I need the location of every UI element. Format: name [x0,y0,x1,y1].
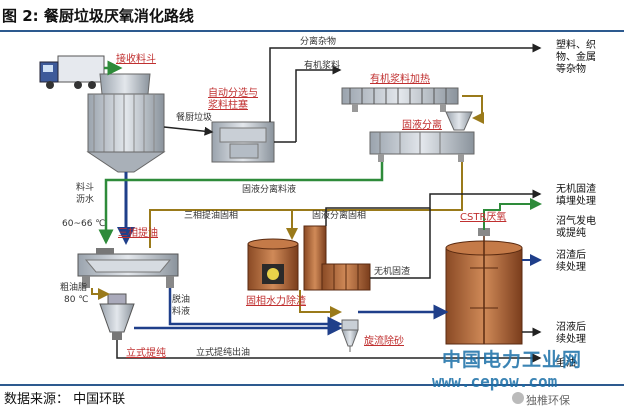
auto-sorter-icon [211,121,275,163]
flow-separated-debris [269,43,542,122]
label-temp1: 60~66 ℃ [62,219,105,229]
label-solid-liquid: 固液分离 [402,118,442,131]
truck-icon [39,55,105,89]
flow-food-waste [163,126,214,136]
receiving-hopper-icon [86,73,166,173]
vertical-purifier-icon [99,293,135,340]
label-deoil-liquid2: 料液 [172,305,190,317]
label-sl-sep-liquid: 固液分离料液 [242,183,296,195]
flow-organic-slurry [295,65,342,92]
label-vertical: 立式提纯 [126,346,166,359]
three-phase-separator-icon [77,248,179,288]
label-sl-sep-coarse: 固液分离固相 [312,209,366,221]
label-sep-debris: 分离杂物 [300,35,336,47]
label-cyclone: 旋流除砂 [364,334,404,347]
data-source: 数据来源： 中国环联 [4,392,126,407]
cstr-tank-icon [445,228,523,345]
out-residue-1: 沼渣后 [556,248,586,261]
process-flow-diagram: 接收料斗 自动分选与 浆料柱塞 餐厨垃圾 分离杂物 有机浆料 有机浆料加热 固液… [39,35,596,369]
title-rule [0,30,624,32]
label-three-phase-coarse: 三相提油固相 [184,209,238,221]
out-biogas-1: 沼气发电 [556,214,596,227]
label-slurry-heat: 有机浆料加热 [370,72,430,85]
label-auto-sort2: 浆料柱塞 [208,98,248,111]
label-three-phase: 三相提油 [118,226,158,239]
flow-three-phase-coarse [149,209,292,248]
flow-separator-solids [286,162,463,240]
cyclone-icon [341,319,359,352]
slag-removal-tank-icon [247,225,327,291]
flow-separator-liquid [98,162,384,245]
label-deoil-liquid1: 脱油 [172,293,190,305]
label-bleed: 沥水 [76,193,94,205]
rotary-drum-icon [321,263,371,291]
out-debris-1: 塑料、织 [556,38,596,51]
flow-heater-to-separator [462,95,484,124]
flow-crude-oil-out [116,340,542,363]
label-hopper: 料斗 [76,181,94,193]
flow-drum-inorganic [370,208,431,279]
footer-rule [0,384,624,386]
watermark-url: www.cepow.com [432,372,558,391]
label-food-waste: 餐厨垃圾 [176,111,212,123]
out-oil: 毛油 [556,356,576,369]
flow-slag-to-cyclone [299,290,342,318]
label-vertical-oil: 立式提纯出油 [196,346,250,358]
out-debris-3: 等杂物 [556,62,586,75]
label-receiving-hopper: 接收料斗 [116,52,156,65]
label-auto-sort: 自动分选与 [208,86,258,99]
out-liquid-2: 续处理 [556,332,586,345]
out-biogas-2: 或提纯 [556,226,586,239]
out-debris-2: 物、金属 [556,50,596,63]
label-solid-hydro: 固相水力除渣 [246,294,306,307]
label-organic-slurry: 有机浆料 [304,59,340,71]
watermark-account: 独椎环保 [526,394,570,407]
label-temp2: 80 ℃ [64,295,88,305]
watermark-title: 中国电力工业网 [442,349,583,371]
out-residue-2: 续处理 [556,260,586,273]
label-crude-oil: 粗油脂 [60,281,87,293]
flow-crude-oil [91,288,110,300]
wechat-icon [512,392,524,404]
label-inorg-solids: 无机固渣 [374,265,410,277]
flow-deoiled-liquid [168,288,343,332]
out-landfill-2: 填埋处理 [556,194,596,207]
out-landfill-1: 无机固渣 [556,182,596,195]
solid-liquid-separator-icon [369,111,475,162]
figure-title: 图 2: 餐厨垃圾厌氧消化路线 [2,7,194,25]
label-cstr: CSTR厌氧 [460,210,506,223]
flow-biogas [483,198,542,230]
out-liquid-1: 沼液后 [556,320,586,333]
slurry-heater-icon [341,87,459,112]
